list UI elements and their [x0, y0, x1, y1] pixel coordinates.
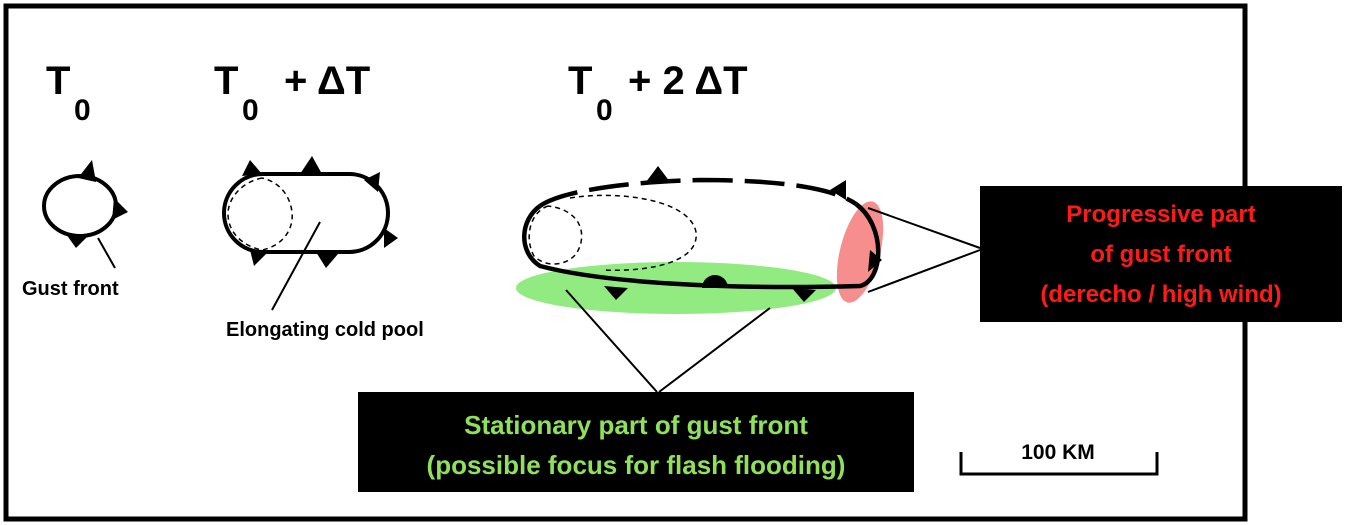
stationary-front-bump [702, 275, 728, 288]
stationary-leader-left [565, 289, 658, 393]
stage-t2-main: T [568, 59, 592, 103]
gust-front-barb [604, 286, 628, 300]
stage-t1-subscript: 0 [242, 94, 259, 127]
cold-pool-dashed-origin [227, 177, 293, 251]
scale-bar-line [959, 452, 1159, 476]
stage-t1-main: T [214, 59, 238, 103]
progressive-leader-bottom [867, 249, 981, 293]
stage-t1: T 0 + ΔT Elongating cold pool [214, 59, 424, 341]
stage-t0-main: T [46, 59, 70, 103]
cold-pool-dashed-origin [528, 205, 583, 265]
stage-t1-suffix: + ΔT [284, 59, 370, 103]
progressive-leader-top [867, 207, 981, 249]
progressive-line3: (derecho / high wind) [1040, 281, 1281, 308]
gust-front-barb [112, 198, 128, 220]
gust-front-barb [250, 250, 266, 266]
progressive-callout: Progressive part of gust front (derecho … [867, 186, 1342, 322]
stationary-line1: Stationary part of gust front [464, 410, 808, 440]
gust-front-label: Gust front [22, 278, 119, 300]
stage-t0-subscript: 0 [74, 94, 91, 127]
scale-bar-label: 100 KM [1021, 441, 1095, 464]
gust-front-barb [646, 166, 670, 182]
gust-front-barb [66, 234, 88, 248]
stage-t2: T 0 + 2 ΔT [516, 59, 884, 314]
gust-front-barb [792, 288, 816, 302]
stage-t0: T 0 Gust front [22, 59, 128, 300]
gust-front-barb [242, 160, 262, 176]
gust-front-barb [868, 250, 882, 272]
cold-pool-outline-t2-top [538, 177, 858, 208]
cold-pool-label: Elongating cold pool [226, 319, 424, 341]
stationary-line2: (possible focus for flash flooding) [427, 450, 846, 480]
gust-front-leader-line [97, 237, 116, 269]
stationary-callout: Stationary part of gust front (possible … [358, 289, 914, 492]
stage-t2-suffix: + 2 ΔT [628, 59, 748, 103]
stationary-leader-right [658, 307, 771, 393]
gust-front-barb [78, 160, 96, 182]
gust-front-barb [830, 180, 846, 200]
gust-front-barb [316, 252, 338, 268]
stationary-box [358, 392, 914, 492]
progressive-line1: Progressive part [1066, 201, 1255, 228]
gust-front-barb [384, 228, 398, 248]
scale-bar: 100 KM [959, 441, 1159, 476]
cold-pool-dashed-intermediate [569, 194, 697, 271]
gust-front-barb [300, 156, 322, 174]
cold-pool-leader-line [271, 221, 321, 311]
stage-t2-subscript: 0 [596, 94, 613, 127]
progressive-box [980, 186, 1342, 322]
progressive-line2: of gust front [1090, 241, 1231, 268]
gust-front-barb [364, 172, 380, 192]
